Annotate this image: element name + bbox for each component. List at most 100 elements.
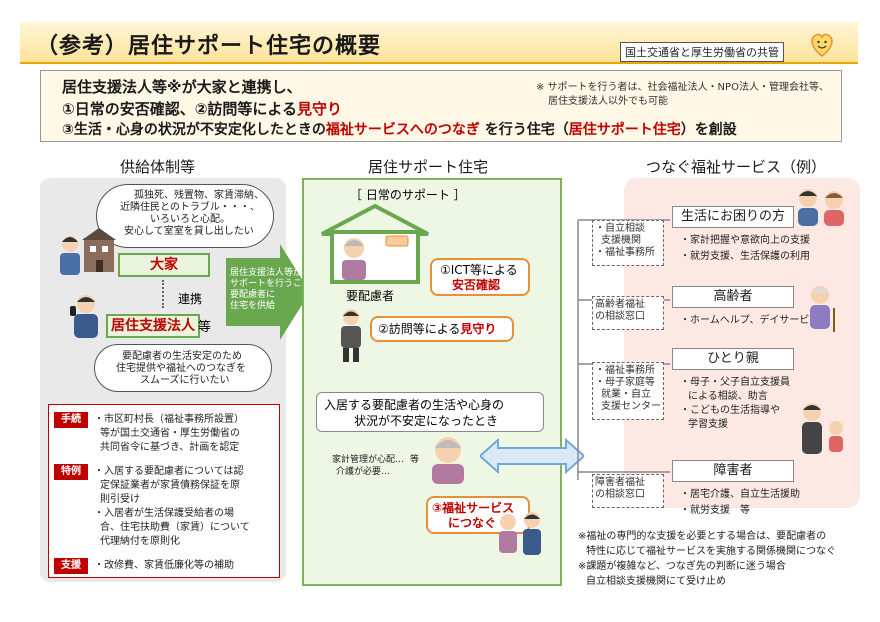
agency-2-line-2: の相談窓口 (595, 311, 645, 322)
support-corp-label: 居住支援法人 (106, 314, 200, 338)
service-single-parent-item-4: 学習支援 (688, 419, 728, 430)
unstable-line-1: 入居する要配慮者の生活や心身の (324, 398, 505, 412)
visit-text-b: 見守り (460, 322, 497, 336)
footnote-2: 特性に応じて福祉サービスを実施する関係機関につなぐ (586, 546, 836, 557)
arrow-text-2: サポートを行うことで (230, 279, 320, 289)
intro-box (40, 70, 842, 142)
service-single-parent-title: ひとり親 (672, 348, 794, 370)
ict-line-1: ①ICT等による (440, 263, 518, 277)
service-single-parent-item-1: ・母子・父子自立支援員 (680, 377, 790, 388)
service-needy-item-1: ・家計把握や意欲向上の支援 (680, 235, 810, 246)
heart-smile-icon (811, 33, 833, 57)
connect-box (426, 496, 530, 534)
page-title: （参考）居住サポート住宅の概要 (36, 34, 382, 59)
service-elderly-item-1: ・ホームヘルプ、デイサービス (680, 315, 820, 326)
agency-3-line-2: ・母子家庭等 (595, 377, 655, 388)
worry-line-1: 家計管理が心配… (332, 455, 405, 465)
proc-line-1: ・市区町村長（福祉事務所設置） (94, 414, 244, 425)
connect-line-1: ③福祉サービス (432, 501, 515, 515)
service-disability-item-1: ・居宅介護、自立生活援助 (680, 489, 800, 500)
tag-support: 支援 (54, 558, 88, 574)
service-needy-item-2: ・就労支援、生活保護の利用 (680, 251, 810, 262)
agency-1-line-3: ・福祉事務所 (595, 247, 655, 258)
proc-line-3: 共同省令に基づき、計画を認定 (100, 442, 240, 453)
landlord-cloud (96, 184, 274, 248)
service-elderly-title: 高齢者 (672, 286, 794, 308)
intro-line-3c: を行う住宅（ (484, 122, 569, 138)
agency-1-line-1: ・自立相談 (595, 223, 645, 234)
support-corp-suffix: 等 (198, 320, 212, 335)
intro-line-2a: ①日常の安否確認、②訪問等による (62, 100, 297, 118)
connect-double-arrow (480, 438, 584, 474)
landlord-label: 大家 (118, 253, 210, 277)
unstable-line-2: 状況が不安定になったとき (354, 414, 499, 428)
ict-line-2: 安否確認 (452, 278, 501, 292)
support-cloud (94, 344, 272, 392)
cloud2-line-1: 要配慮者の生活安定のため (122, 351, 242, 362)
intro-line-3d: 居住サポート住宅 (568, 122, 681, 138)
ministry-label: 国土交通省と厚生労働省の共管 (620, 42, 784, 62)
daily-label: ［ 日常のサポート ］ (350, 188, 466, 202)
agency-2-line-1: 高齢者福祉 (595, 299, 645, 310)
special-line-6: 代理納付を原則化 (100, 536, 180, 547)
footnote-3: ※課題が複雑など、つなぎ先の判断に迷う場合 (578, 561, 786, 572)
middle-heading: 居住サポート住宅 (368, 158, 489, 176)
worry-line-2: 介護が必要… (336, 467, 391, 477)
footnote-4: 自立相談支援機関にて受け止め (586, 576, 726, 587)
agency-3-line-4: 支援センター (601, 401, 661, 412)
arrow-text-4: 住宅を供給 (230, 301, 276, 311)
intro-note-2: 居住支援法人以外でも可能 (548, 96, 668, 107)
special-line-5: 合、住宅扶助費（家賃）について (100, 522, 250, 533)
agency-4-line-1: 障害者福祉 (595, 477, 645, 488)
helpers-icon (499, 512, 541, 555)
support-line: ・改修費、家賃低廉化等の補助 (94, 560, 234, 571)
resident-label: 要配慮者 (346, 289, 395, 303)
connect-line-2: につなぐ (448, 516, 497, 530)
service-disability-item-2: ・就労支援 等 (680, 505, 750, 516)
intro-line-3: ③生活・心身の状況が不安定化したときの福祉サービスへのつなぎ を行う住宅（居住サ… (62, 119, 737, 139)
landlord-house-icon (60, 228, 116, 275)
arrow-text-3: 要配慮者に (230, 290, 276, 300)
cloud1-line-1: 孤独死、残置物、家賃滞納、 (134, 190, 264, 201)
support-staff-icon (70, 295, 98, 338)
measures-box (48, 404, 280, 578)
agency-3-line-1: ・福祉事務所 (595, 365, 655, 376)
visit-text-a: ②訪問等による (378, 322, 461, 336)
cloud2-line-2: 住宅提供や福祉へのつなぎを (116, 363, 246, 374)
intro-line-3e: ）を創設 (680, 122, 737, 138)
visit-box (370, 316, 514, 342)
ict-box (430, 258, 530, 296)
intro-line-3b: 福祉サービスへのつなぎ (325, 122, 480, 138)
special-line-2: 定保証業者が家賃債務保証を原 (100, 480, 240, 491)
agency-1: ・自立相談 支援機関 ・福祉事務所 (592, 220, 664, 266)
cloud2-line-3: スムーズに行いたい (140, 375, 230, 386)
proc-line-2: 等が国土交通省・厚生労働省の (100, 428, 240, 439)
visitor-icon (341, 309, 361, 362)
service-single-parent-item-2: による相談、助言 (688, 391, 768, 402)
tag-procedure: 手続 (54, 412, 88, 428)
agency-4-line-2: の相談窓口 (595, 489, 645, 500)
house-icon (321, 204, 429, 284)
intro-line-2: ①日常の安否確認、②訪問等による見守り (62, 98, 342, 119)
special-line-3: 則引受け (100, 494, 140, 505)
right-heading: つなぐ福祉サービス（例） (646, 158, 827, 176)
special-line-4: ・入居者が生活保護受給者の場 (94, 508, 234, 519)
service-disability-title: 障害者 (672, 460, 794, 482)
agency-3-line-3: 就業・自立 (601, 389, 651, 400)
intro-note-1: ※ サポートを行う者は、社会福祉法人・NPO法人・管理会社等、 (536, 82, 829, 93)
daily-text: 日常のサポート (365, 188, 450, 202)
intro-line-3a: ③生活・心身の状況が不安定化したときの (62, 122, 326, 138)
link-label: 連携 (178, 292, 203, 306)
special-line-1: ・入居する要配慮者については認 (94, 466, 244, 477)
agency-1-line-2: 支援機関 (601, 235, 641, 246)
service-needy-title: 生活にお困りの方 (672, 206, 794, 228)
elderly-icon (810, 286, 835, 332)
cloud1-line-3: いろいろと心配。 (150, 214, 230, 225)
agency-2: 高齢者福祉 の相談窓口 (592, 296, 664, 330)
worried-resident-icon (432, 437, 464, 484)
cloud1-line-4: 安心して室室を貸し出したい (124, 226, 254, 237)
link-dots (162, 280, 166, 308)
agency-3: ・福祉事務所 ・母子家庭等 就業・自立 支援センター (592, 362, 664, 420)
cloud1-line-2: 近隣住民とのトラブル・・・、 (120, 202, 260, 213)
